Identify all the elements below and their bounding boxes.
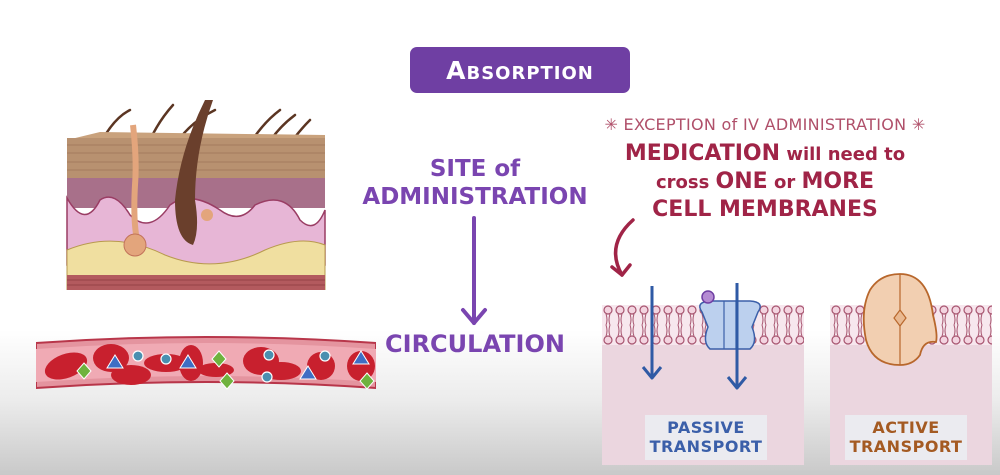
circulation-label: CIRCULATION xyxy=(385,330,565,358)
sebaceous-gland xyxy=(201,209,213,221)
drug-molecules-diamond xyxy=(76,350,375,390)
title-badge: Absorption xyxy=(410,47,630,93)
carrier-protein-icon xyxy=(862,273,938,366)
skin-cross-section-illustration xyxy=(66,100,326,290)
note-medication: MEDICATION xyxy=(624,141,781,166)
blood-vessel-illustration xyxy=(36,336,376,390)
passive-transport-label: PASSIVE TRANSPORT xyxy=(645,415,767,460)
exception-note: ✳ EXCEPTION of IV ADMINISTRATION ✳ xyxy=(604,115,926,134)
passive-label-line-2: TRANSPORT xyxy=(649,437,763,456)
molecule-dot xyxy=(701,290,715,304)
note-or: or xyxy=(767,172,802,193)
note-line-2: cross ONE or MORE xyxy=(580,168,950,196)
hair-follicle xyxy=(175,100,213,245)
title-text: Absorption xyxy=(446,55,594,85)
sweat-gland-coil xyxy=(123,233,147,257)
site-line-1: SITE of xyxy=(429,156,521,182)
curved-arrow-icon xyxy=(610,218,635,277)
passive-diffusion-arrows xyxy=(641,283,748,390)
sweat-gland xyxy=(130,124,140,241)
active-transport-label: ACTIVE TRANSPORT xyxy=(845,415,967,460)
site-of-administration-label: SITE of ADMINISTRATION xyxy=(360,155,590,211)
active-label-line-2: TRANSPORT xyxy=(849,437,963,456)
note-line-1: MEDICATION will need to xyxy=(580,140,950,168)
passive-label-line-1: PASSIVE xyxy=(667,418,745,437)
drug-molecules-triangle xyxy=(106,350,370,380)
note-cross: cross xyxy=(655,172,716,193)
site-line-2: ADMINISTRATION xyxy=(362,184,588,210)
note-line-3: CELL MEMBRANES xyxy=(652,197,878,222)
membrane-crossing-note: MEDICATION will need to cross ONE or MOR… xyxy=(580,140,950,223)
down-arrow-icon xyxy=(461,216,487,325)
active-label-line-1: ACTIVE xyxy=(872,418,940,437)
red-blood-cells xyxy=(44,344,375,385)
note-will-need-to: will need to xyxy=(780,144,906,165)
muscle-layer xyxy=(67,275,325,290)
note-more: MORE xyxy=(801,169,875,194)
note-one: ONE xyxy=(715,169,768,194)
drug-molecules-circle xyxy=(132,349,331,383)
